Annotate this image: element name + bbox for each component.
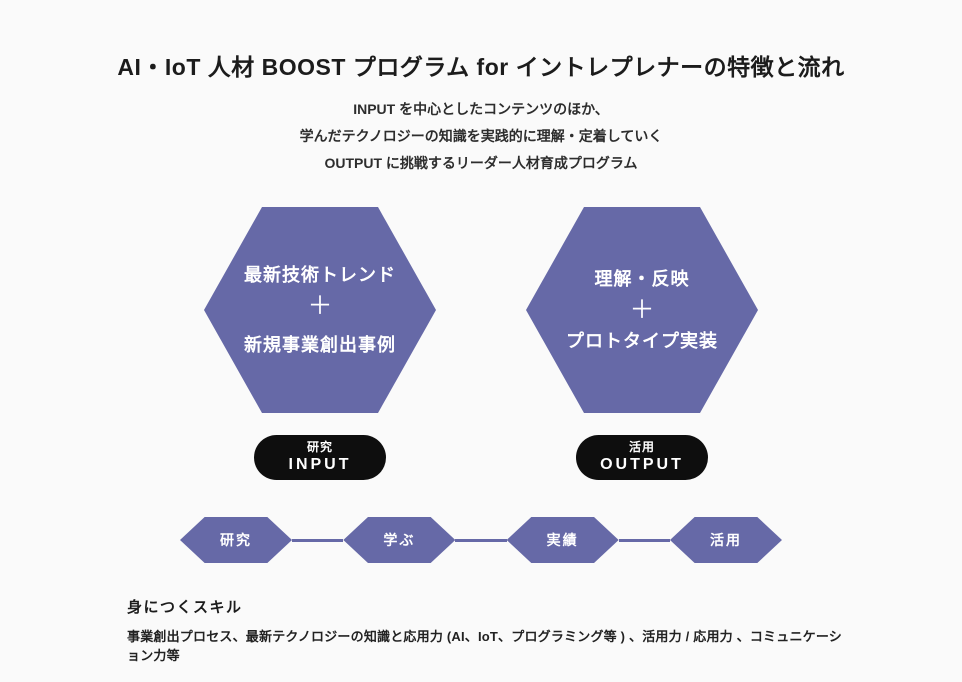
flow-step-kenkyu: 研究 <box>180 517 292 563</box>
output-badge-jp-label: 活用 <box>628 440 655 454</box>
description-line: 学んだテクノロジーの知識を実践的に理解・定着していく <box>299 128 663 144</box>
skills-section: 身につくスキル 事業創出プロセス、最新テクノロジーの知識と応用力 (AI、IoT… <box>127 596 847 664</box>
output-hexagon: 理解・反映 ＋ プロトタイプ実装 <box>526 207 758 413</box>
program-description: INPUT を中心としたコンテンツのほか、 学んだテクノロジーの知識を実践的に理… <box>0 96 962 177</box>
skills-heading: 身につくスキル <box>127 599 243 616</box>
output-column: 理解・反映 ＋ プロトタイプ実装 活用 OUTPUT <box>526 207 758 480</box>
input-hexagon-line2: 新規事業創出事例 <box>244 335 396 355</box>
flow-step-manabu: 学ぶ <box>343 517 456 563</box>
output-hexagon-line1: 理解・反映 <box>594 269 690 289</box>
input-badge-jp-label: 研究 <box>306 440 333 454</box>
flow-connector <box>292 538 344 542</box>
flow-step-jisseki: 実績 <box>506 517 619 563</box>
output-badge-en-label: OUTPUT <box>600 456 684 473</box>
description-line: OUTPUT に挑戦するリーダー人材育成プログラム <box>324 155 638 171</box>
flow-steps-row: 研究 学ぶ 実績 活用 <box>180 517 782 563</box>
flow-connector <box>455 538 507 542</box>
main-hexagon-row: 最新技術トレンド ＋ 新規事業創出事例 研究 INPUT 理解・反映 ＋ プロト… <box>0 207 962 480</box>
page-title: AI・IoT 人材 BOOST プログラム for イントレプレナーの特徴と流れ <box>117 54 845 80</box>
skills-description: 事業創出プロセス、最新テクノロジーの知識と応用力 (AI、IoT、プログラミング… <box>127 629 842 663</box>
input-badge: 研究 INPUT <box>254 435 386 480</box>
input-badge-en-label: INPUT <box>288 456 352 473</box>
description-line: INPUT を中心としたコンテンツのほか、 <box>353 101 609 117</box>
plus-icon: ＋ <box>307 292 333 320</box>
flow-step-katsuyo: 活用 <box>669 517 782 563</box>
plus-icon: ＋ <box>629 296 655 324</box>
flow-connector <box>618 538 670 542</box>
input-hexagon-line1: 最新技術トレンド <box>244 265 396 285</box>
output-badge: 活用 OUTPUT <box>576 435 708 480</box>
input-column: 最新技術トレンド ＋ 新規事業創出事例 研究 INPUT <box>204 207 436 480</box>
input-hexagon: 最新技術トレンド ＋ 新規事業創出事例 <box>204 207 436 413</box>
output-hexagon-line2: プロトタイプ実装 <box>566 331 718 351</box>
